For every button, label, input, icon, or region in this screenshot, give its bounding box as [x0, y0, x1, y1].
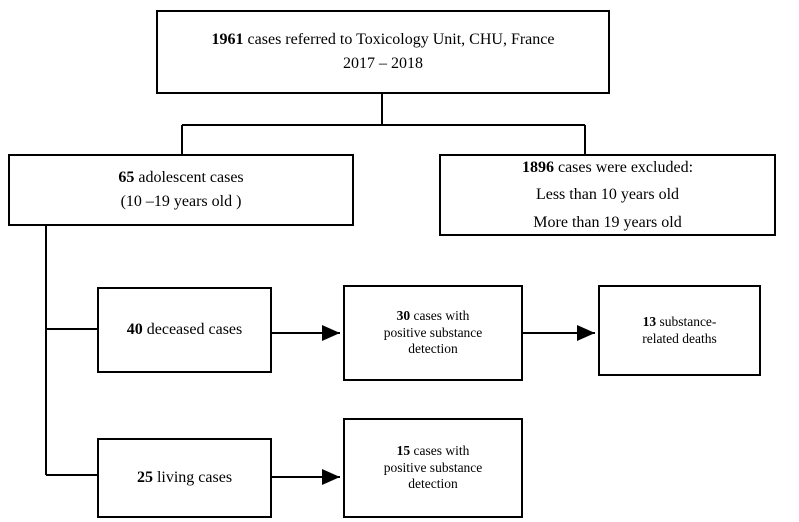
- referred-text: cases referred to Toxicology Unit, CHU, …: [247, 31, 555, 48]
- node-deaths: 13 substance- related deaths: [598, 285, 761, 376]
- deceased-text: deceased cases: [146, 321, 243, 338]
- adolescent-text: adolescent cases: [138, 169, 244, 186]
- living-positive-text: cases with: [413, 442, 470, 458]
- referred-count: 1961: [211, 31, 244, 48]
- node-living: 25 living cases: [97, 438, 272, 518]
- deceased-positive-text: cases with: [413, 307, 470, 323]
- adolescent-count: 65: [118, 169, 135, 186]
- living-positive-line3: detection: [408, 476, 458, 492]
- excluded-line2: Less than 10 years old: [535, 186, 680, 204]
- node-deceased-positive: 30 cases with positive substance detecti…: [343, 285, 523, 381]
- deaths-line2: related deaths: [642, 330, 717, 346]
- living-count: 25: [136, 469, 153, 486]
- living-positive-count: 15: [396, 442, 411, 458]
- excluded-text: cases were excluded:: [557, 159, 694, 177]
- node-referred: 1961 cases referred to Toxicology Unit, …: [156, 10, 610, 94]
- node-deceased: 40 deceased cases: [97, 287, 272, 373]
- deceased-count: 40: [126, 321, 143, 338]
- excluded-line3: More than 19 years old: [533, 213, 682, 231]
- deaths-text: substance-: [659, 313, 717, 329]
- living-positive-line2: positive substance: [383, 459, 483, 475]
- deceased-positive-line2: positive substance: [383, 324, 483, 340]
- node-living-positive: 15 cases with positive substance detecti…: [343, 418, 523, 518]
- node-adolescent: 65 adolescent cases (10 –19 years old ): [8, 154, 354, 226]
- referred-years: 2017 – 2018: [343, 55, 423, 72]
- deceased-positive-count: 30: [396, 307, 411, 323]
- excluded-count: 1896: [521, 159, 554, 177]
- node-excluded: 1896 cases were excluded: Less than 10 y…: [439, 154, 776, 236]
- deaths-count: 13: [642, 313, 657, 329]
- living-text: living cases: [156, 469, 233, 486]
- adolescent-range: (10 –19 years old ): [120, 193, 242, 210]
- deceased-positive-line3: detection: [408, 341, 458, 357]
